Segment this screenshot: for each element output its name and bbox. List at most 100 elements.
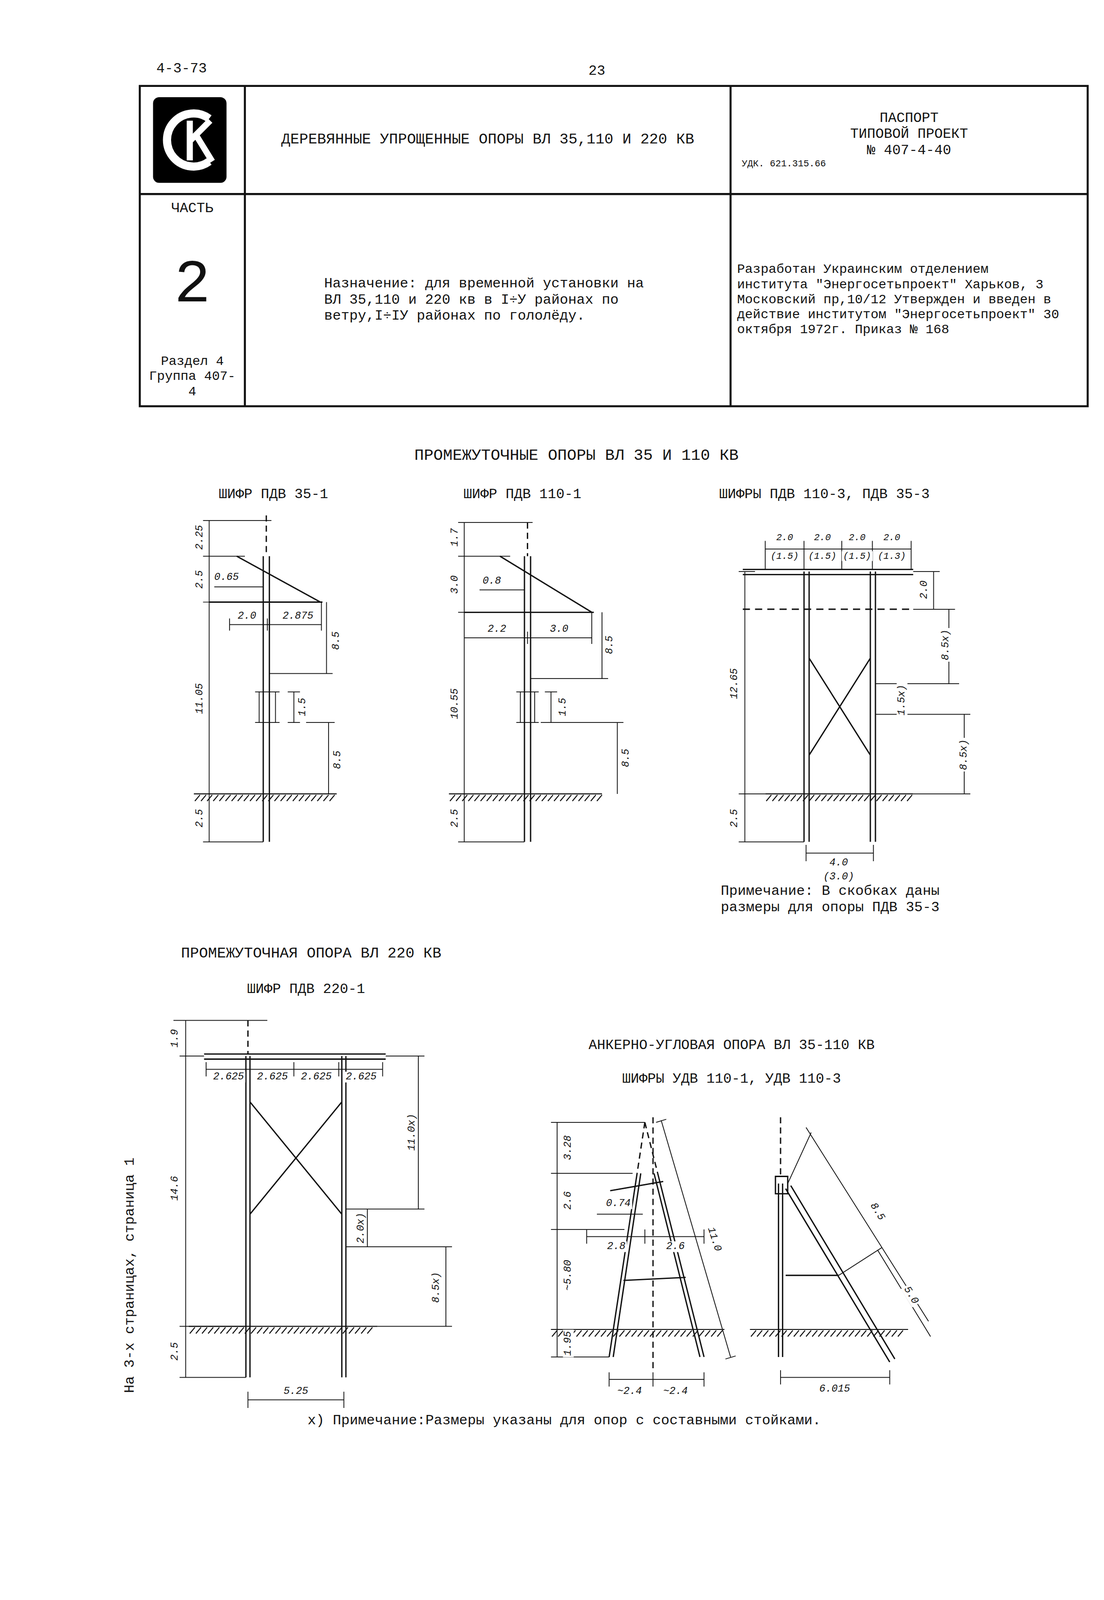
dimension-label: 2.5 xyxy=(194,807,206,830)
ground-hatch xyxy=(193,794,337,802)
ground-hatch xyxy=(188,1326,378,1334)
logo xyxy=(152,97,227,183)
dimension-label: (1.5) xyxy=(806,551,838,561)
pole-pdv-35-1 xyxy=(209,556,323,842)
table-cell: ПАСПОРТ ТИПОВОЙ ПРОЕКТ № 407-4-40УДК. 62… xyxy=(730,85,1088,194)
table-cell: Разработан Украинским отделением институ… xyxy=(730,193,1088,407)
pole-pdv-110-3 xyxy=(742,569,914,843)
dimension-label: 3.28 xyxy=(562,1133,574,1162)
cell-text: ДЕРЕВЯННЫЕ УПРОЩЕННЫЕ ОПОРЫ ВЛ 35,110 И … xyxy=(281,131,695,149)
table-cell: ДЕРЕВЯННЫЕ УПРОЩЕННЫЕ ОПОРЫ ВЛ 35,110 И … xyxy=(244,85,731,194)
pole-pdv-110-3 xyxy=(738,541,971,862)
dimension-label: (1.3) xyxy=(876,551,908,561)
dimension-label: 3.0 xyxy=(449,573,461,596)
cell-text: Раздел 4 Группа 407-4 xyxy=(146,354,239,400)
dimension-label: 2.0x) xyxy=(355,1211,367,1246)
table-cell: ЧАСТЬ 2Раздел 4 Группа 407-4 xyxy=(139,193,245,407)
pole-pdv-35-1 xyxy=(265,515,267,557)
dimension-label: 8.5 xyxy=(331,630,343,652)
dimension-label: ~5.80 xyxy=(562,1258,574,1293)
drawing-code: ШИФР ПДВ 220-1 xyxy=(245,982,367,998)
dimension-label: 2.8 xyxy=(605,1241,628,1253)
dimension-label: 12.65 xyxy=(729,666,740,701)
pole-pdv-110-3 xyxy=(738,541,971,862)
drawing-code: ШИФРЫ УДВ 110-1, УДВ 110-3 xyxy=(620,1072,843,1088)
dimension-label: 1.7 xyxy=(449,527,461,549)
logo xyxy=(189,120,213,162)
dimension-label: 6.015 xyxy=(817,1384,852,1396)
drawing-code: ШИФР ПДВ 35-1 xyxy=(217,487,330,503)
dimension-label: 2.2 xyxy=(486,623,508,635)
ground-hatch xyxy=(765,794,914,802)
logo xyxy=(152,97,227,183)
page-number: 23 xyxy=(587,64,607,79)
dimension-label: 2.5 xyxy=(194,568,206,591)
pole-pdv-110-1 xyxy=(526,522,529,557)
dimension-label: 2.0 xyxy=(774,532,795,543)
dimension-label: 0.8 xyxy=(480,576,503,588)
dimension-label: 2.5 xyxy=(170,1341,181,1363)
dimension-label: 11.0x) xyxy=(406,1112,418,1153)
dimension-label: 5.0 xyxy=(901,1283,922,1308)
section-title: ПРОМЕЖУТОЧНЫЕ ОПОРЫ ВЛ 35 И 110 КВ xyxy=(413,447,741,465)
dimension-label: 2.5 xyxy=(449,807,461,830)
dimension-label: 2.5 xyxy=(729,807,740,830)
dimension-label: 2.625 xyxy=(344,1072,379,1083)
ground-hatch xyxy=(551,1329,725,1337)
section-title: ПРОМЕЖУТОЧНАЯ ОПОРА ВЛ 220 КВ xyxy=(179,946,443,962)
ground-hatch xyxy=(188,794,914,1337)
dimension-label: 14.6 xyxy=(170,1175,181,1203)
dimension-label: 4.0 xyxy=(828,857,850,869)
header-table-grid xyxy=(139,86,1088,407)
cell-text: 2 xyxy=(173,255,211,316)
dimension-label: (1.5) xyxy=(769,551,801,561)
drawing-code: ШИФРЫ ПДВ 110-3, ПДВ 35-3 xyxy=(717,487,932,503)
dimension-label: 1.9 xyxy=(170,1027,181,1050)
pole-udv-110-3 xyxy=(780,1127,931,1385)
section-title: АНКЕРНО-УГЛОВАЯ ОПОРА ВЛ 35-110 КВ xyxy=(587,1038,876,1054)
dimension-label: 1.5x) xyxy=(896,683,908,717)
dimension-label: 8.5 xyxy=(332,749,344,772)
dimension-label: 2.6 xyxy=(562,1190,574,1212)
cell-text: Разработан Украинским отделением институ… xyxy=(737,262,1065,338)
dimension-label: 8.5 xyxy=(621,747,632,769)
note-text: x) Примечание:Размеры указаны для опор с… xyxy=(306,1413,823,1429)
dimension-label: 2.0 xyxy=(918,579,930,601)
dimension-label: 0.74 xyxy=(604,1198,632,1210)
pole-udv-110-1 xyxy=(551,1119,736,1387)
pole-pdv-220-1 xyxy=(247,1020,249,1055)
pole-pdv-220-1 xyxy=(173,1020,452,1409)
dimension-label: 11.05 xyxy=(194,681,206,716)
dimension-label: 10.55 xyxy=(449,687,461,721)
note-text: Примечание: В скобках даны размеры для о… xyxy=(719,883,996,916)
dimension-label: 2.25 xyxy=(194,523,206,552)
dimension-label: ~2.4 xyxy=(661,1386,690,1398)
page-number: 4-3-73 xyxy=(155,62,209,78)
pole-pdv-220-1 xyxy=(173,1020,452,1409)
header-table-grid xyxy=(139,86,1088,407)
dimension-label: (1.5) xyxy=(841,551,873,561)
dimension-label: 2.0 xyxy=(236,610,258,622)
dimension-label: 2.0 xyxy=(847,532,868,543)
dimension-label: 8.5x) xyxy=(940,628,952,662)
table-cell: Назначение: для временной установки на В… xyxy=(244,193,731,407)
dimension-label: 8.5x) xyxy=(958,738,970,772)
dimension-label: 2.625 xyxy=(211,1072,246,1083)
dimension-label: 0.65 xyxy=(212,572,241,583)
pole-udv-110-1 xyxy=(551,1117,736,1387)
side-note: На 3-х страницах, страница 1 xyxy=(123,1156,139,1395)
dimension-label: 2.625 xyxy=(255,1072,290,1083)
dimension-label: 8.5 xyxy=(867,1200,888,1225)
dimension-label: 2.625 xyxy=(299,1072,334,1083)
dimension-label: 1.95 xyxy=(562,1330,574,1358)
dimension-label: 2.0 xyxy=(881,532,902,543)
dimension-label: 5.25 xyxy=(282,1386,310,1398)
cell-text: ЧАСТЬ xyxy=(171,200,214,217)
pole-udv-110-3 xyxy=(775,1176,895,1363)
ground-hatch xyxy=(750,1329,909,1337)
cell-text: Назначение: для временной установки на В… xyxy=(323,275,652,325)
dimension-label: (3.0) xyxy=(821,872,856,883)
dimension-label: 1.5 xyxy=(297,696,309,718)
cell-text: УДК. 621.315.66 xyxy=(741,158,826,170)
